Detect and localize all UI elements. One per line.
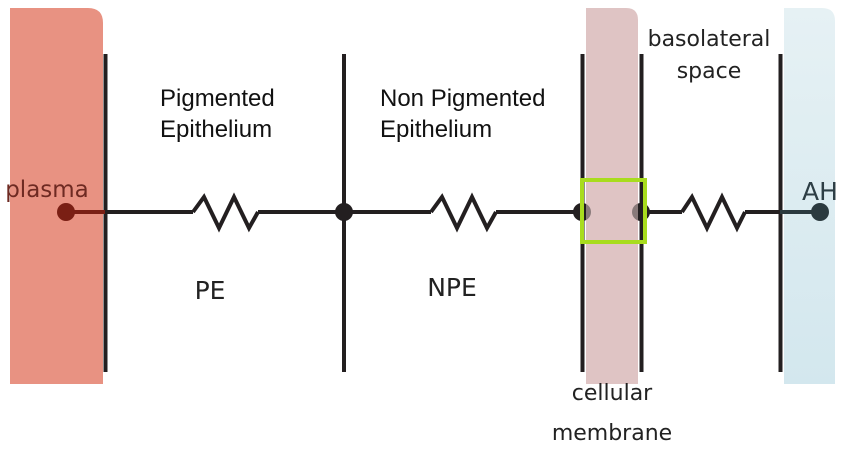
plasma-compartment	[10, 8, 103, 384]
ah-label: AH	[802, 177, 838, 206]
pigmented-epithelium-label-line1: Pigmented	[160, 85, 275, 112]
pigmented-epithelium-label-line2: Epithelium	[160, 116, 272, 143]
basolateral-space-label-line2: space	[677, 59, 742, 84]
pe-resistor-label: PE	[195, 276, 226, 305]
junction-node-pe-npe	[335, 203, 353, 221]
basolateral-space-label-line1: basolateral	[648, 27, 771, 52]
plasma-node	[57, 203, 75, 221]
aqueous-humor-compartment	[784, 8, 835, 384]
non-pigmented-epithelium-label-line2: Epithelium	[380, 116, 492, 143]
cellular-membrane-label-line1: cellular	[572, 381, 653, 406]
cellular-membrane-label-line2: membrane	[552, 421, 672, 446]
plasma-label: plasma	[5, 177, 89, 203]
resistor-npe	[429, 192, 498, 233]
non-pigmented-epithelium-label-line1: Non Pigmented	[380, 85, 545, 112]
membrane-overlay	[586, 200, 638, 224]
ah-node	[811, 203, 829, 221]
membrane-compartment	[586, 8, 638, 384]
npe-resistor-label: NPE	[427, 273, 477, 302]
resistor-pe	[191, 192, 260, 233]
membrane-highlight-box	[580, 178, 647, 244]
resistor-basolateral	[680, 192, 747, 233]
